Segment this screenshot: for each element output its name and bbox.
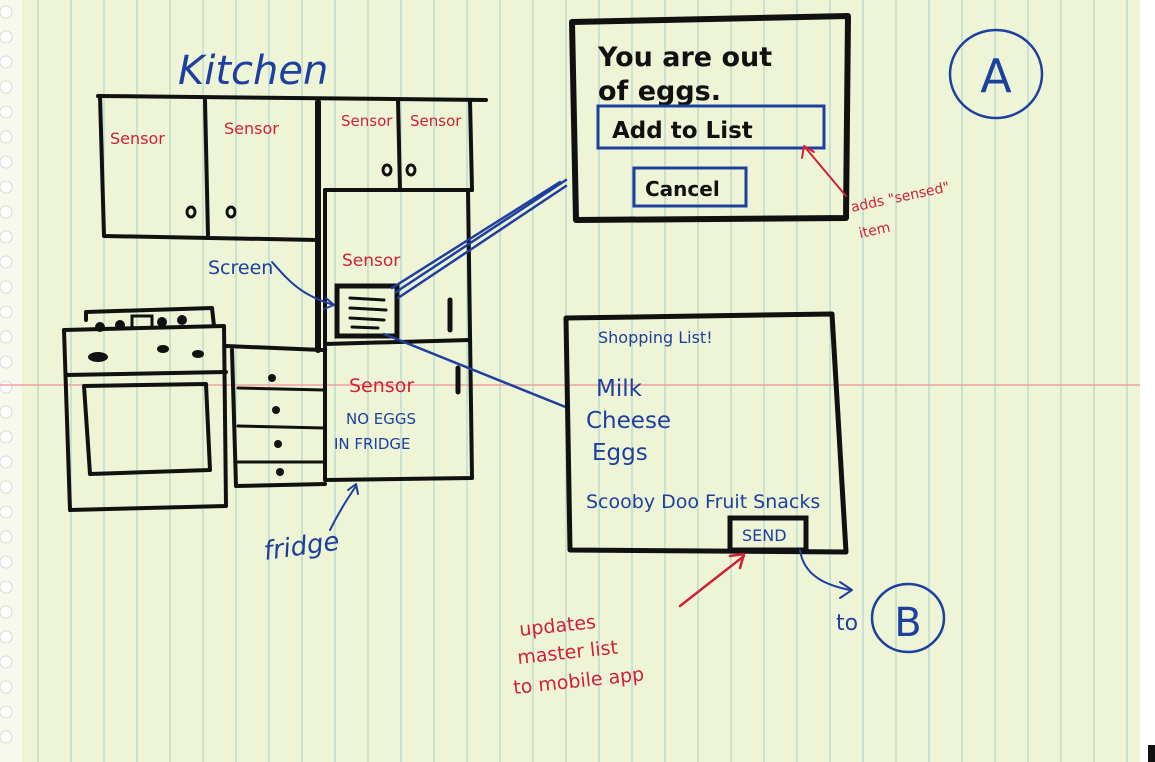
perforation-hole xyxy=(0,80,13,94)
cancel-button[interactable]: Cancel xyxy=(632,166,748,208)
perforation-hole xyxy=(0,280,13,294)
perforation-hole xyxy=(0,330,13,344)
fridge-pointer-head xyxy=(347,483,359,495)
shopping-item-4: Scooby Doo Fruit Snacks xyxy=(586,491,820,513)
perforation-hole xyxy=(0,630,13,644)
perforation-hole xyxy=(0,230,13,244)
perforation-hole xyxy=(0,255,13,269)
sensor-label-1: Sensor xyxy=(110,129,165,148)
corner-mark xyxy=(1148,745,1155,762)
perforation-hole xyxy=(0,730,13,744)
badge-b-circle xyxy=(870,582,946,654)
sensor-label-4: Sensor xyxy=(410,112,462,130)
add-annotation-arrow xyxy=(803,145,847,197)
sensor-label-2: Sensor xyxy=(224,119,279,138)
perforation-hole xyxy=(0,555,13,569)
right-border xyxy=(1140,0,1155,762)
perforation-hole xyxy=(0,305,13,319)
perforation-hole xyxy=(0,105,13,119)
to-b-text: to xyxy=(836,611,858,636)
badge-a-letter: A xyxy=(980,49,1012,103)
shopping-item-2: Cheese xyxy=(586,408,671,434)
perforation-holes xyxy=(0,5,13,744)
perforation-hole xyxy=(0,405,13,419)
fridge-screen xyxy=(334,283,400,339)
perforation-hole xyxy=(0,680,13,694)
perforation-hole xyxy=(0,705,13,719)
cabinet-knobs xyxy=(185,163,417,219)
sensor-label-3: Sensor xyxy=(341,112,393,130)
cancel-label: Cancel xyxy=(645,177,720,201)
add-annotation-line2: item xyxy=(858,220,892,242)
shopping-item-3: Eggs xyxy=(592,440,648,466)
perforation-hole xyxy=(0,205,13,219)
perforation-hole xyxy=(0,155,13,169)
perforation-hole xyxy=(0,455,13,469)
to-b-arrow xyxy=(799,549,851,591)
add-annotation-head xyxy=(801,145,815,159)
ruled-lines xyxy=(37,0,1128,762)
perforation-hole xyxy=(0,505,13,519)
stove xyxy=(62,306,327,512)
perforation-hole xyxy=(0,355,13,369)
perforation-hole xyxy=(0,5,13,19)
connector-to-alert xyxy=(390,178,568,300)
fridge-body xyxy=(323,188,474,482)
shopping-screen xyxy=(563,311,849,555)
shopping-title: Shopping List! xyxy=(598,328,713,347)
perforation-hole xyxy=(0,180,13,194)
add-to-list-button[interactable]: Add to List xyxy=(596,104,826,150)
perforation-hole xyxy=(0,430,13,444)
fridge-pointer-arrow xyxy=(329,485,357,531)
sensor-label-5: Sensor xyxy=(342,251,400,271)
perforation-hole xyxy=(0,580,13,594)
upper-cabinets xyxy=(96,94,488,353)
fridge-note-line2: IN FRIDGE xyxy=(334,435,411,453)
screen-pointer-arrow xyxy=(271,261,335,306)
sensor-label-6: Sensor xyxy=(349,375,414,397)
perforation-hole xyxy=(0,55,13,69)
screen-label: Screen xyxy=(208,257,273,279)
perforation-hole xyxy=(0,130,13,144)
perforation-hole xyxy=(0,655,13,669)
alert-screen xyxy=(569,13,851,223)
send-label: SEND xyxy=(742,526,787,545)
alert-message-line2: of eggs. xyxy=(598,76,721,107)
fridge-note-line1: NO EGGS xyxy=(346,410,416,428)
perforation-hole xyxy=(0,605,13,619)
badge-a-circle xyxy=(948,28,1044,120)
kitchen-title: Kitchen xyxy=(178,48,328,94)
perforation-hole xyxy=(0,380,13,394)
connector-to-list xyxy=(382,332,570,410)
stove-knobs xyxy=(88,314,284,476)
send-annotation-head xyxy=(728,552,746,570)
add-to-list-label: Add to List xyxy=(612,118,753,144)
to-b-arrow-head xyxy=(839,581,853,599)
perforation-hole xyxy=(0,30,13,44)
perforation-hole xyxy=(0,480,13,494)
badge-b-letter: B xyxy=(894,600,921,646)
shopping-item-1: Milk xyxy=(596,376,643,402)
send-annotation-arrow xyxy=(678,554,746,608)
screen-pointer-head xyxy=(323,297,335,310)
alert-message-line1: You are out xyxy=(597,42,772,73)
send-button[interactable]: SEND xyxy=(727,515,809,553)
perforation-hole xyxy=(0,530,13,544)
